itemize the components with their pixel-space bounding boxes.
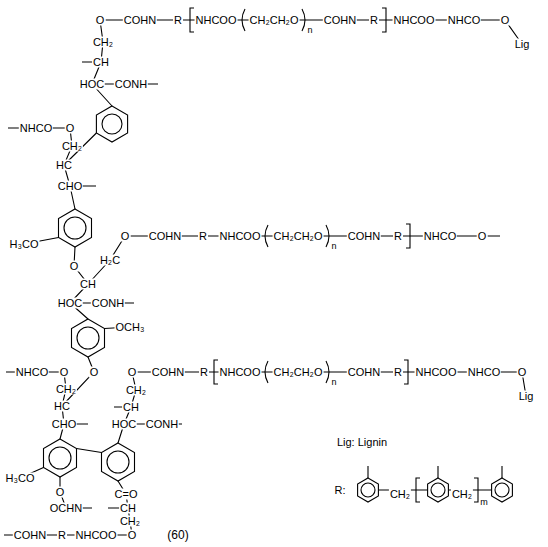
formula-label: CHO (57, 181, 83, 192)
formula-label: CH (122, 402, 140, 413)
formula-label: CONH (145, 419, 179, 430)
formula-label: R (393, 231, 403, 242)
formula-label: CH₂ (389, 489, 411, 500)
formula-label: CH₂ (92, 37, 114, 48)
formula-label: CH (119, 503, 137, 514)
formula-label: CH₂ (125, 385, 147, 396)
formula-label: CH₂ (55, 384, 77, 395)
bond-lines (4, 20, 526, 535)
formula-label: NHCOO (219, 231, 262, 242)
formula-label: CONH (114, 79, 148, 90)
formula-label: NHCO (19, 123, 53, 134)
formula-label: O (59, 367, 70, 378)
formula-label: Lig: Lignin (336, 437, 388, 448)
formula-label: CH₂CH₂O (249, 15, 300, 26)
formula-label: COHN (148, 231, 182, 242)
benzene-rings (44, 106, 513, 502)
formula-label: CH₂ (451, 489, 473, 500)
formula-label: O (95, 15, 106, 26)
formula-label: NHCOO (393, 15, 436, 26)
formula-label: CH (92, 57, 110, 68)
formula-label: H₃CO (9, 239, 40, 250)
formula-label: O (517, 367, 528, 378)
formula-label: CH₂ (61, 141, 83, 152)
formula-label: O (65, 123, 76, 134)
formula-label: COHN (151, 367, 185, 378)
formula-label: NHCOO (195, 15, 238, 26)
formula-label: CHO (51, 419, 77, 430)
formula-label: COHN (347, 231, 381, 242)
formula-label: CONH (91, 298, 125, 309)
formula-label: OCHN (49, 503, 83, 514)
formula-label: O (55, 487, 66, 498)
formula-label: R: (334, 485, 347, 496)
formula-label: HOC (79, 79, 105, 90)
formula-label: R (393, 367, 403, 378)
formula-label: COHN (347, 367, 381, 378)
formula-label: O (120, 231, 131, 242)
formula-label: O (89, 367, 100, 378)
formula-label: NHCO (15, 367, 49, 378)
formula-label: m (479, 498, 489, 507)
formula-label: H₃CO (5, 473, 36, 484)
formula-label: C=O (114, 489, 139, 500)
formula-label: Lig (518, 391, 535, 402)
formula-label: O (69, 261, 80, 272)
formula-label: HC (53, 401, 71, 412)
formula-label: HOC (111, 419, 137, 430)
formula-label: NHCOO (415, 367, 458, 378)
formula-label: COHN (123, 15, 157, 26)
formula-label: R (173, 15, 183, 26)
formula-label: R (369, 15, 379, 26)
formula-label: O (477, 231, 488, 242)
formula-label: n (330, 378, 337, 387)
formula-label: n (306, 26, 313, 35)
figure-caption: (60) (166, 529, 189, 541)
formula-label: O (127, 530, 138, 541)
formula-label: HC (55, 160, 73, 171)
formula-label: R (199, 367, 209, 378)
formula-label: R (57, 530, 67, 541)
formula-label: CH₂CH₂O (273, 367, 324, 378)
formula-label: NHCO (423, 231, 457, 242)
formula-label: HOC (57, 298, 83, 309)
brackets (190, 8, 478, 502)
formula-label: NHCOO (75, 530, 118, 541)
formula-label: NHCO (467, 367, 501, 378)
formula-label: NHCOO (219, 367, 262, 378)
formula-label: n (330, 242, 337, 251)
formula-label: R (198, 231, 208, 242)
formula-label: H₂C (99, 255, 121, 266)
formula-label: CH (79, 279, 97, 290)
formula-label: CH₂CH₂O (273, 231, 324, 242)
formula-label: Lig (514, 39, 531, 50)
formula-label: CH₂ (119, 516, 141, 527)
formula-label: O (500, 15, 511, 26)
formula-label: COHN (323, 15, 357, 26)
formula-label: OCH₃ (115, 322, 146, 333)
formula-label: NHCO (447, 15, 481, 26)
formula-label: COHN (13, 530, 47, 541)
formula-label: O (127, 367, 138, 378)
